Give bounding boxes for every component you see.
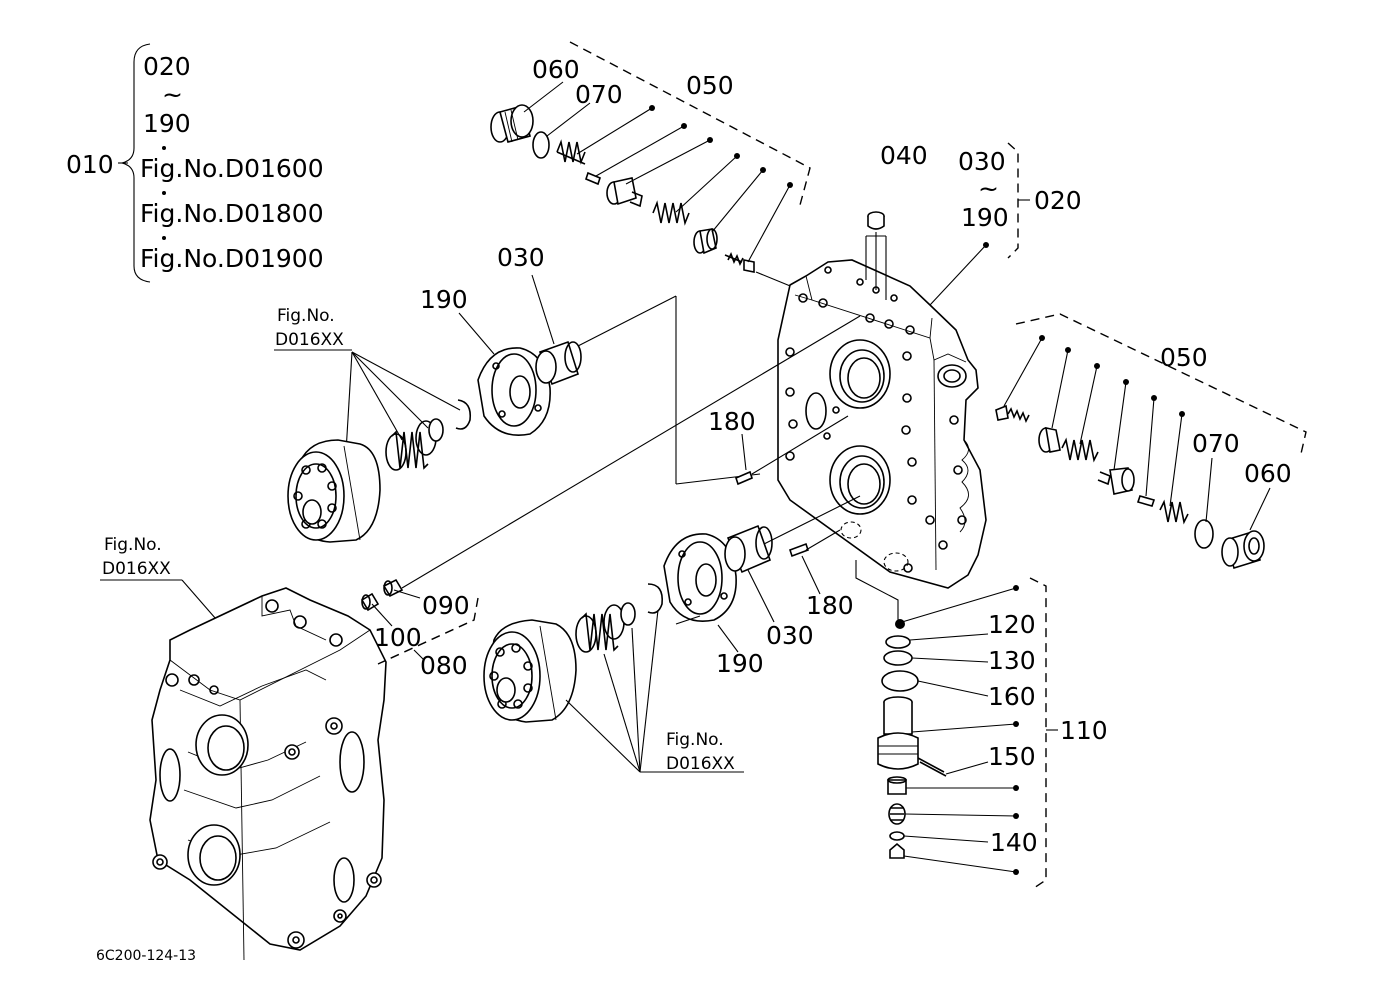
ref-010: 010 [66,150,114,179]
snap-ring-upper [455,399,472,430]
spring-right-2 [1159,499,1189,525]
ref-140: 140 [990,828,1038,857]
valve-body [877,696,919,770]
ref-190-upper: 190 [420,285,468,314]
main-cover-plate [777,259,987,589]
fig-ref-d01600: Fig.No.D01600 [140,154,324,183]
cylinder-barrel-lower [483,619,577,723]
range-tilde: ~ [162,80,183,109]
fig-d016xx-3: D016XX [666,754,735,774]
bearing-030-lower [724,524,773,574]
spring-lower-group [575,604,625,653]
valve-plate-190-upper [477,347,551,436]
ref-060-top: 060 [532,55,580,84]
ref-030-upper: 030 [497,243,545,272]
range-end-190: 190 [143,109,191,138]
ref-100: 100 [374,623,422,652]
ref-190-lower: 190 [716,649,764,678]
fig-no-label-2: Fig.No. [104,535,162,555]
pump-housing [149,587,387,961]
bolt-top [724,252,755,273]
washer-upper [428,418,444,442]
washer-lower [620,602,636,626]
drawing-number: 6C200-124-13 [96,948,196,964]
ref-150: 150 [988,742,1036,771]
snap-ring-lower [647,583,664,614]
range-start-030: 030 [958,147,1006,176]
spool-top [606,177,643,208]
pin-150 [917,757,947,777]
collar-top [693,228,718,255]
ref-050-top: 050 [686,71,734,100]
cylinder-barrel-upper [287,439,381,543]
spring-right-1 [1061,437,1099,463]
spring-top-2 [652,200,690,226]
ref-110: 110 [1060,716,1108,745]
relief-valve-110-assembly [855,560,1058,889]
ref-080: 080 [420,651,468,680]
ref-160: 160 [988,682,1036,711]
ref-030-lower: 030 [766,621,814,650]
ref-120: 120 [988,610,1036,639]
fig-no-label-3: Fig.No. [666,730,724,750]
ref-070-right: 070 [1192,429,1240,458]
bearing-030-upper [535,340,582,386]
valve-plate-190-lower [663,533,737,622]
pin-180-upper [735,415,849,486]
ref-060-right: 060 [1244,459,1292,488]
fig-d016xx-2: D016XX [102,559,171,579]
o-ring-120 [885,635,911,649]
ref-180-lower: 180 [806,591,854,620]
top-valve-assembly [490,41,811,291]
plug-060-part [490,104,534,143]
fig-ref-d01900: Fig.No.D01900 [140,244,324,273]
range-end-190-b: 190 [961,203,1009,232]
pin-180-lower [788,542,810,558]
o-ring-130 [883,650,913,666]
o-ring-070-part [532,131,550,159]
range-start-020: 020 [143,52,191,81]
fig-d016xx-1: D016XX [275,330,344,350]
ref-020: 020 [1034,186,1082,215]
collar-right [1038,426,1061,453]
right-valve-assembly [995,313,1307,570]
range-tilde-2: ~ [978,174,999,203]
plug-040-part [865,211,887,300]
ref-130: 130 [988,646,1036,675]
ref-070-top: 070 [575,80,623,109]
fig-d016xx-leaders-3 [565,609,744,773]
assembly-reference-brace [118,43,166,283]
o-ring-160 [881,670,919,692]
cover-bolt-holes [785,266,967,573]
spool-right [1097,467,1135,495]
fig-d016xx-leaders-1 [345,351,461,453]
ref-180-upper: 180 [708,407,756,436]
subassembly-020-brace [929,142,1030,306]
fittings-080-group [360,578,479,665]
ref-050-right: 050 [1160,343,1208,372]
fig-no-label-1: Fig.No. [277,306,335,326]
fig-ref-d01800: Fig.No.D01800 [140,199,324,228]
bolt-right [995,404,1030,423]
ref-090: 090 [422,591,470,620]
ref-040: 040 [880,141,928,170]
spring-top-1 [556,139,586,165]
plug-060-right [1221,530,1265,570]
o-ring-070-right [1194,519,1214,549]
